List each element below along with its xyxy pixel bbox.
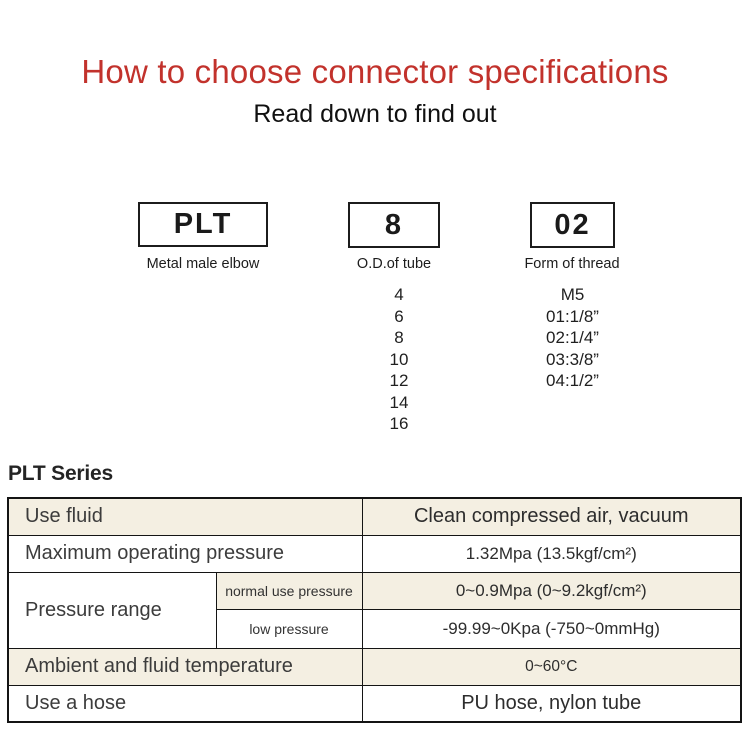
tube-option: 6 (394, 306, 404, 326)
row-label: Ambient and fluid temperature (7, 647, 363, 686)
series-heading: PLT Series (8, 462, 113, 485)
tube-option: 16 (389, 414, 409, 433)
row-value: Clean compressed air, vacuum (361, 497, 742, 536)
row-label: Use fluid (7, 497, 363, 536)
table-row-max-pressure: Maximum operating pressure 1.32Mpa (13.5… (7, 534, 742, 573)
page-title: How to choose connector specifications (81, 53, 669, 90)
code-box-tube-size: 8 (348, 202, 440, 248)
code-box-thread-form: 02 (530, 202, 615, 248)
sub-row-value: -99.99~0Kpa (-750~0mmHg) (361, 608, 742, 649)
tube-option: 4 (394, 285, 404, 304)
table-row-use-fluid: Use fluid Clean compressed air, vacuum (7, 497, 742, 536)
row-value: 1.32Mpa (13.5kgf/cm²) (361, 534, 742, 573)
tube-option: 12 (389, 371, 409, 390)
spec-table: Use fluid Clean compressed air, vacuum M… (7, 497, 742, 723)
thread-option: M5 (560, 285, 585, 304)
page-subtitle: Read down to find out (253, 100, 497, 128)
code-thread-form: 02 (554, 208, 591, 241)
row-label: Use a hose (7, 684, 363, 723)
table-row-pressure-range-normal: Pressure range normal use pressure 0~0.9… (7, 571, 742, 649)
tube-option: 10 (389, 349, 409, 369)
code-series: PLT (173, 208, 233, 240)
table-row-hose: Use a hose PU hose, nylon tube (7, 684, 742, 723)
caption-thread-form: Form of thread (524, 256, 620, 272)
caption-tube-size: O.D.of tube (356, 256, 432, 272)
thread-option: 04:1/2” (546, 371, 599, 390)
tube-size-options: 4 6 8 10 12 14 16 (354, 284, 444, 435)
table-row-temperature: Ambient and fluid temperature 0~60°C (7, 647, 742, 686)
thread-option: 02:1/4” (546, 328, 599, 347)
caption-series: Metal male elbow (146, 256, 260, 272)
row-label: Pressure range (7, 571, 217, 649)
sub-row-value: 0~0.9Mpa (0~9.2kgf/cm²) (361, 571, 742, 610)
sub-row-label: normal use pressure (215, 571, 363, 610)
code-tube-size: 8 (384, 208, 404, 241)
row-label: Maximum operating pressure (7, 534, 363, 573)
thread-option: 03:3/8” (546, 349, 599, 369)
row-value: 0~60°C (361, 647, 742, 686)
tube-option: 8 (394, 328, 404, 347)
table-row-pressure-range-low: low pressure -99.99~0Kpa (-750~0mmHg) (8, 608, 742, 649)
code-box-series: PLT (138, 202, 268, 247)
thread-option: 01:1/8” (546, 306, 599, 326)
sub-row-label: low pressure (215, 608, 363, 649)
thread-form-options: M5 01:1/8” 02:1/4” 03:3/8” 04:1/2” (505, 284, 640, 392)
tube-option: 14 (389, 392, 409, 412)
row-value: PU hose, nylon tube (361, 684, 742, 723)
